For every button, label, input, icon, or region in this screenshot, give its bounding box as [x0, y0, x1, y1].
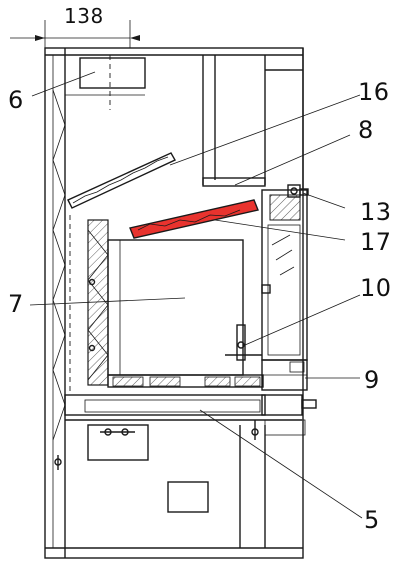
leader-lines — [29, 71, 363, 519]
flue-connector — [202, 177, 266, 187]
ash-pan — [64, 394, 317, 436]
door-frame — [261, 189, 308, 361]
base-components — [87, 420, 259, 513]
upper-baffle — [67, 152, 176, 209]
air-control — [225, 324, 262, 361]
outer-casing — [44, 47, 304, 559]
callout-16: 16 — [358, 78, 390, 106]
ash-door — [261, 359, 308, 391]
callout-6: 6 — [8, 86, 24, 114]
door-latch — [287, 184, 309, 198]
left-lattice — [52, 89, 66, 470]
callout-13: 13 — [360, 198, 392, 226]
dimension-138-line — [10, 20, 140, 48]
deflector-plate — [129, 199, 259, 239]
firebox-floor — [107, 374, 264, 388]
callout-9: 9 — [364, 366, 380, 394]
callout-8: 8 — [358, 116, 374, 144]
callout-5: 5 — [364, 506, 380, 534]
callout-10: 10 — [360, 274, 392, 302]
callout-7: 7 — [8, 290, 24, 318]
flue-box — [65, 55, 146, 110]
dimension-label: 138 — [64, 4, 104, 28]
callout-17: 17 — [360, 228, 392, 256]
